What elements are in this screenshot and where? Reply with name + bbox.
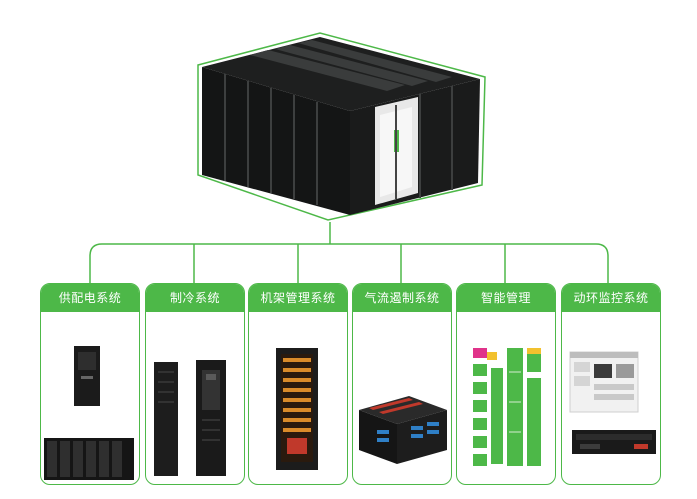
subsystem-title: 气流遏制系统 (353, 284, 451, 312)
subsystem-card-rack: 机架管理系统 (248, 283, 348, 485)
subsystem-card-monitoring: 动环监控系统 (561, 283, 661, 485)
subsystem-card-smart: 智能管理 (456, 283, 556, 485)
subsystem-card-power: 供配电系统 (40, 283, 140, 485)
cooling-unit-icon (154, 360, 226, 476)
subsystem-title: 制冷系统 (146, 284, 244, 312)
subsystem-title: 机架管理系统 (249, 284, 347, 312)
server-rack-icon (276, 348, 318, 470)
environment-monitoring-icon (569, 351, 656, 454)
airflow-containment-icon (359, 396, 447, 464)
power-distribution-cabinet-icon (44, 346, 134, 480)
subsystem-title: 动环监控系统 (562, 284, 660, 312)
subsystem-card-cooling: 制冷系统 (145, 283, 245, 485)
subsystem-card-airflow: 气流遏制系统 (352, 283, 452, 485)
subsystem-title: 供配电系统 (41, 284, 139, 312)
subsystem-title: 智能管理 (457, 284, 555, 312)
micro-module-datacenter-icon (197, 32, 486, 221)
smart-management-flowchart-icon (473, 348, 541, 466)
